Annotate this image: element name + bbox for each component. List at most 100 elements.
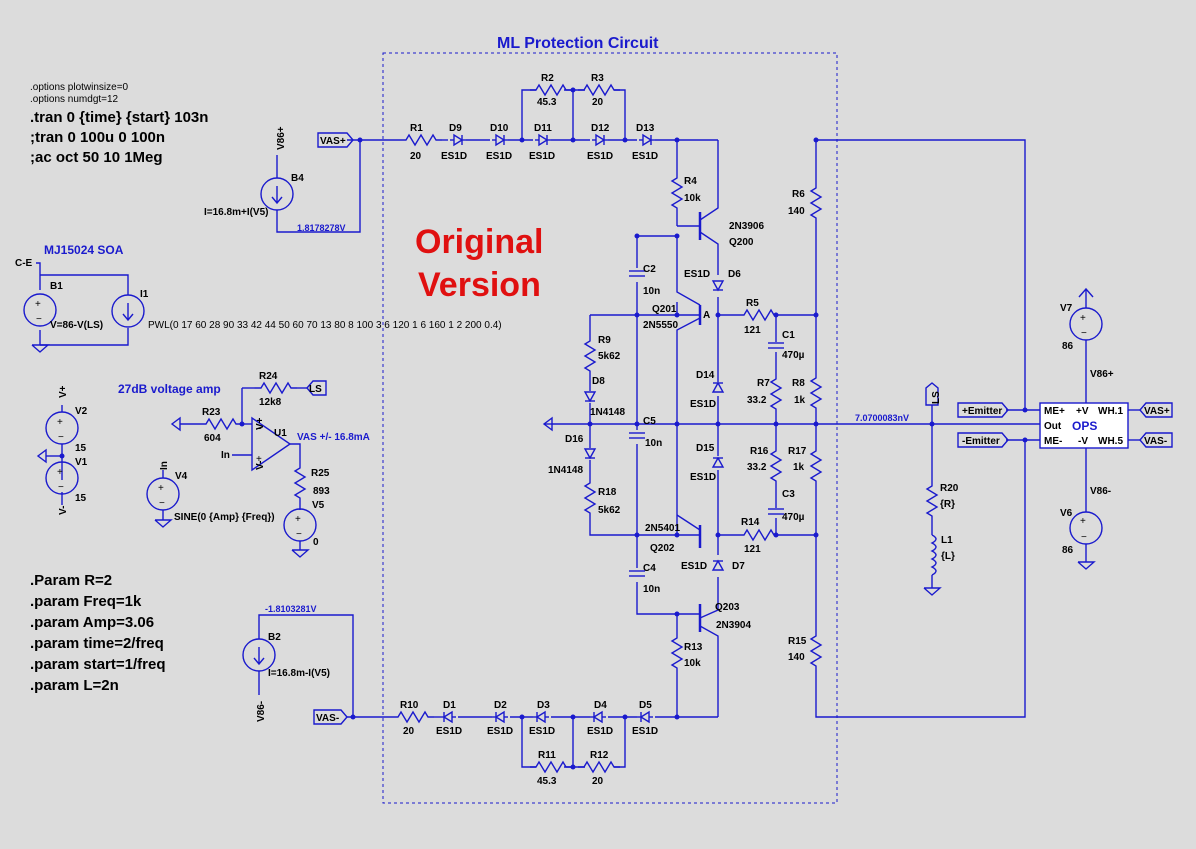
param-l[interactable]: .param L=2n xyxy=(30,677,119,694)
R4[interactable] xyxy=(671,171,683,215)
svg-text:+: + xyxy=(57,417,63,428)
D11[interactable] xyxy=(534,134,552,146)
svg-text:+: + xyxy=(1080,313,1086,324)
R17-value: 1k xyxy=(793,462,805,473)
D8[interactable] xyxy=(584,391,596,402)
OPS[interactable] xyxy=(1039,402,1129,449)
param-time[interactable]: .param time=2/freq xyxy=(30,635,164,652)
svg-text:+: + xyxy=(295,514,301,525)
directive-options-1[interactable]: .options plotwinsize=0 xyxy=(30,82,129,93)
R7[interactable] xyxy=(770,372,782,416)
D6[interactable] xyxy=(712,280,724,291)
vas-comment: VAS +/- 16.8mA xyxy=(297,432,370,443)
param-r[interactable]: .Param R=2 xyxy=(30,572,112,589)
voltage-top: 1.8178278V xyxy=(297,223,346,233)
ops-label: OPS xyxy=(1072,419,1097,433)
R1[interactable] xyxy=(399,134,443,146)
D9[interactable] xyxy=(449,134,467,146)
B1-name: B1 xyxy=(50,281,63,292)
Q201-model: 2N5550 xyxy=(643,320,678,331)
R11[interactable] xyxy=(529,761,573,773)
ops-vas-p-label: VAS+ xyxy=(1144,406,1170,417)
R12-name: R12 xyxy=(590,750,609,761)
R9[interactable] xyxy=(584,334,596,378)
D15[interactable] xyxy=(712,457,724,468)
param-start[interactable]: .param start=1/freq xyxy=(30,656,165,673)
V6-value: 86 xyxy=(1062,545,1074,556)
R4-name: R4 xyxy=(684,176,697,187)
R3[interactable] xyxy=(577,84,621,96)
ls-label-out: LS xyxy=(931,391,942,404)
directive-tran[interactable]: .tran 0 {time} {start} 103n xyxy=(30,109,208,126)
R23-name: R23 xyxy=(202,407,221,418)
svg-text:−: − xyxy=(36,314,42,325)
emit-m-flag xyxy=(957,432,1009,448)
D7[interactable] xyxy=(712,560,724,571)
D14-name: D14 xyxy=(696,370,715,381)
C1-name: C1 xyxy=(782,330,795,341)
D3-value: ES1D xyxy=(529,726,555,737)
R23-value: 604 xyxy=(204,433,221,444)
Q202-model: 2N5401 xyxy=(645,523,680,534)
B4-value: I=16.8m+I(V5) xyxy=(204,207,268,218)
vas-m-flag xyxy=(313,709,348,725)
R18-name: R18 xyxy=(598,487,617,498)
param-freq[interactable]: .param Freq=1k xyxy=(30,593,142,610)
U1[interactable] xyxy=(251,416,292,472)
R25[interactable] xyxy=(294,461,306,505)
D6-value: ES1D xyxy=(684,269,710,280)
B4-name: B4 xyxy=(291,173,304,184)
ops-vas-m-label: VAS- xyxy=(1144,436,1167,447)
svg-text:−: − xyxy=(256,424,262,435)
D11-name: D11 xyxy=(534,123,552,134)
R18-value: 5k62 xyxy=(598,505,621,516)
R15[interactable] xyxy=(810,629,822,673)
D1-value: ES1D xyxy=(436,726,462,737)
D12[interactable] xyxy=(591,134,609,146)
param-amp[interactable]: .param Amp=3.06 xyxy=(30,614,154,631)
R20[interactable] xyxy=(926,479,938,523)
D16[interactable] xyxy=(584,448,596,459)
directive-tran-commented[interactable]: ;tran 0 100u 0 100n xyxy=(30,129,165,146)
D1[interactable] xyxy=(439,711,457,723)
D4[interactable] xyxy=(589,711,607,723)
C1[interactable] xyxy=(767,342,785,349)
R13-value: 10k xyxy=(684,658,701,669)
D5[interactable] xyxy=(636,711,654,723)
R17[interactable] xyxy=(810,444,822,488)
D14-value: ES1D xyxy=(690,399,716,410)
R24[interactable] xyxy=(254,382,298,394)
R5-value: 121 xyxy=(744,325,761,336)
R18[interactable] xyxy=(584,476,596,520)
D3[interactable] xyxy=(532,711,550,723)
svg-text:−: − xyxy=(159,498,165,509)
D10[interactable] xyxy=(491,134,509,146)
B1-value: V=86-V(LS) xyxy=(50,320,103,331)
D13-value: ES1D xyxy=(632,151,658,162)
D14[interactable] xyxy=(712,382,724,393)
directive-ac[interactable]: ;ac oct 50 10 1Meg xyxy=(30,149,163,166)
D2[interactable] xyxy=(491,711,509,723)
directive-options-2[interactable]: .options numdgt=12 xyxy=(30,94,119,105)
V4-name: V4 xyxy=(175,471,188,482)
L1[interactable] xyxy=(930,534,937,576)
R2[interactable] xyxy=(529,84,573,96)
R16[interactable] xyxy=(770,444,782,488)
u1-vplus-label: V+ xyxy=(255,417,266,430)
R8[interactable] xyxy=(810,371,822,415)
D13[interactable] xyxy=(638,134,656,146)
I1-name: I1 xyxy=(140,289,149,300)
R23[interactable] xyxy=(199,418,243,430)
V6-name: V6 xyxy=(1060,508,1073,519)
R7-name: R7 xyxy=(757,378,770,389)
C5[interactable] xyxy=(628,432,646,439)
ops-pin-wh5: WH.5 xyxy=(1098,436,1123,447)
u1-vminus-label: V- xyxy=(255,461,266,470)
R12[interactable] xyxy=(577,761,621,773)
svg-text:−: − xyxy=(1081,328,1087,339)
R13[interactable] xyxy=(671,631,683,675)
svg-text:−: − xyxy=(58,482,64,493)
vas-p-flag xyxy=(317,132,354,148)
R6[interactable] xyxy=(810,181,822,225)
R10[interactable] xyxy=(391,711,435,723)
